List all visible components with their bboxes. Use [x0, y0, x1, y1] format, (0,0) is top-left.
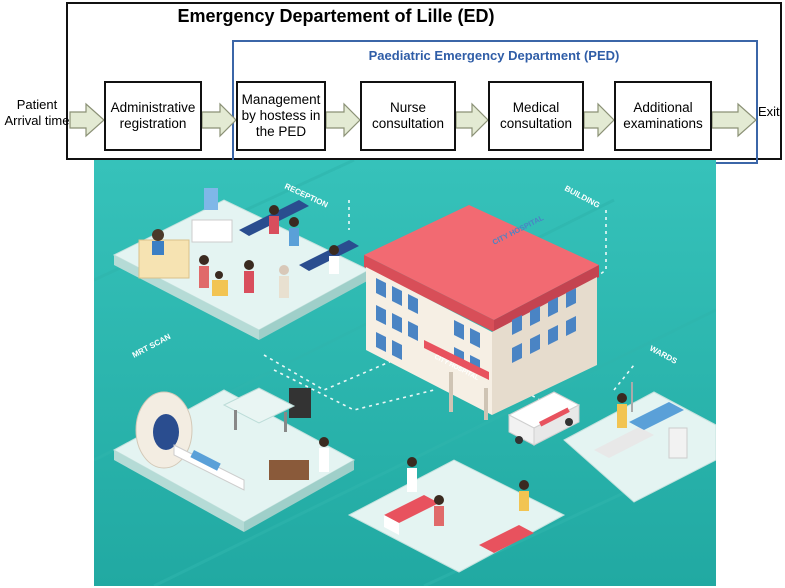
- hospital-illustration: RECEPTION: [94, 160, 716, 586]
- start-label-line2: Arrival time: [4, 113, 70, 129]
- building-right-wall: [492, 277, 597, 415]
- flow-arrows: [69, 102, 757, 138]
- entrance-canopy: [424, 340, 489, 380]
- arrow-start: [69, 102, 105, 138]
- arrow-2: [325, 102, 361, 138]
- water-cooler: [204, 188, 218, 210]
- reception-area: [112, 188, 371, 340]
- step-medical-consultation: Medical consultation: [488, 81, 584, 151]
- ped-title: Paediatric Emergency Department (PED): [368, 48, 620, 63]
- arrow-1: [201, 102, 237, 138]
- ed-frame: [66, 2, 782, 160]
- roof-top: [364, 205, 599, 320]
- patient-ward-right: [563, 382, 716, 503]
- city-hospital-building: [364, 205, 599, 420]
- patient-ward-bottom: [347, 457, 566, 573]
- step-additional-examinations: Additional examinations: [614, 81, 712, 151]
- exit-label: Exit: [758, 104, 780, 119]
- xray-viewer: [289, 388, 311, 418]
- step-nurse-consultation: Nurse consultation: [360, 81, 456, 151]
- step-hostess-management: Management by hostess in the PED: [236, 81, 326, 151]
- arrow-3: [455, 102, 489, 138]
- arrow-4: [583, 102, 615, 138]
- step-administrative-registration: Administrative registration: [104, 81, 202, 151]
- arrow-end: [711, 102, 757, 138]
- start-label: Patient Arrival time: [2, 97, 72, 130]
- patients: [199, 205, 339, 298]
- start-label-line1: Patient: [16, 97, 58, 112]
- mri-area: [112, 388, 356, 532]
- exam-bed: [222, 387, 296, 432]
- ed-title: Emergency Departement of Lille (ED): [177, 6, 495, 26]
- building-left-wall: [366, 267, 492, 415]
- ambulance: [507, 391, 581, 446]
